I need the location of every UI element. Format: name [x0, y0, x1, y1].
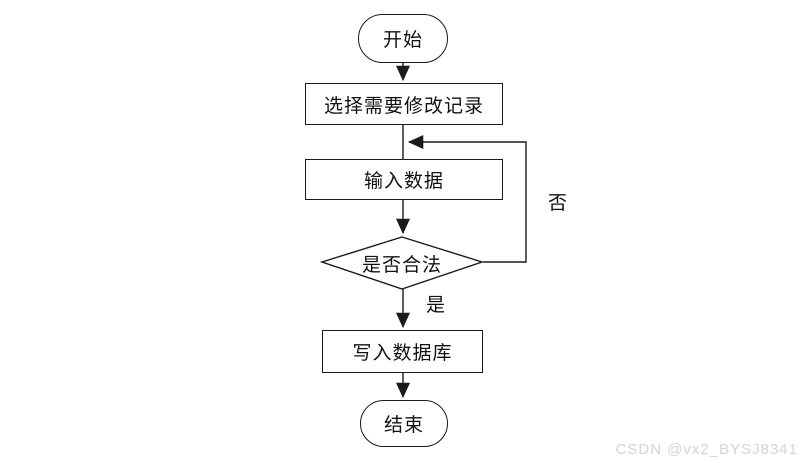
node-start-label: 开始: [382, 29, 423, 51]
watermark-text: CSDN @vx2_BYSJ8341: [615, 441, 798, 458]
edge-label-yes: 是: [426, 294, 446, 316]
decision-diamond-shape: [319, 236, 485, 290]
node-start: 开始: [358, 14, 448, 63]
node-select-record-label: 选择需要修改记录: [323, 94, 484, 117]
node-write-db-label: 写入数据库: [352, 342, 453, 364]
node-select-record: 选择需要修改记录: [305, 83, 503, 125]
edge-label-no: 否: [548, 192, 568, 214]
node-write-db: 写入数据库: [322, 330, 483, 373]
node-end: 结束: [360, 400, 448, 447]
node-input-data: 输入数据: [305, 159, 503, 200]
edge-valid-no-loop: [407, 135, 527, 263]
node-input-data-label: 输入数据: [363, 170, 444, 192]
node-end-label: 结束: [383, 414, 424, 436]
